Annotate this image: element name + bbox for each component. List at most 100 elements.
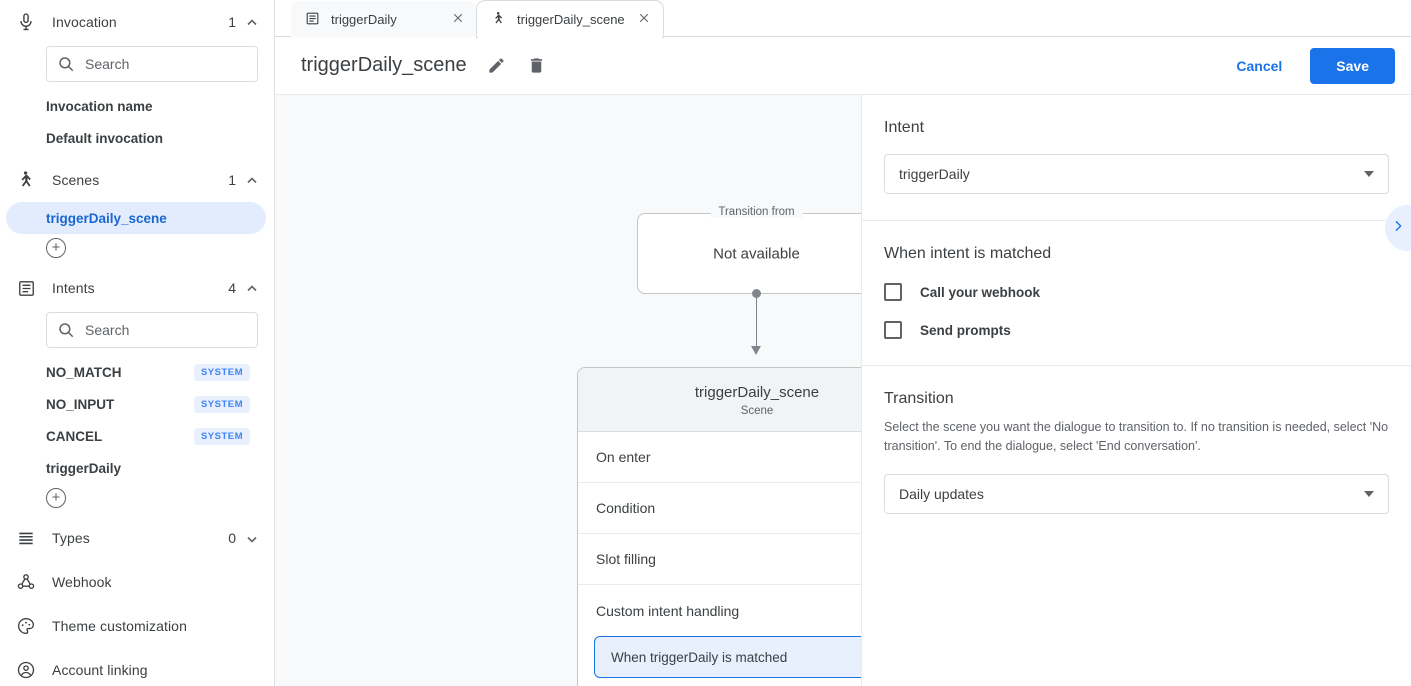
transition-from-legend: Transition from [710,206,803,218]
transition-section-title: Transition [884,390,954,407]
close-icon[interactable] [637,11,653,27]
intent-search-input[interactable] [85,322,266,338]
tab-label: triggerDaily [331,11,397,27]
main-area: triggerDaily triggerDaily_scene [275,0,1411,686]
sidebar-section-invocation[interactable]: Invocation 1 [0,0,274,44]
scene-canvas[interactable]: Transition from Not available triggerDai… [275,95,862,686]
checkbox-label: Call your webhook [920,284,1041,300]
intent-search-wrap [0,310,274,356]
status-badge: SYSTEM [193,363,250,381]
sidebar-section-count: 1 [228,172,236,188]
tab-triggerdaily-scene[interactable]: triggerDaily_scene [477,1,663,38]
scene-icon [14,168,38,192]
sidebar-section-label: Types [52,530,90,546]
pencil-icon[interactable] [487,56,507,76]
intent-handler-chip[interactable]: When triggerDaily is matched [594,636,861,678]
types-icon [14,526,38,550]
intent-search-box[interactable] [46,312,266,348]
sidebar-item-label: CANCEL [46,428,103,444]
edge-arrowhead [750,345,762,363]
sidebar-item-label: NO_INPUT [46,396,115,412]
sidebar-item-no-input[interactable]: NO_INPUT SYSTEM [0,388,266,420]
panel-section-when-matched: When intent is matched Call your webhook… [862,221,1411,366]
sidebar-section-intents[interactable]: Intents 4 [0,266,274,310]
scene-row-custom-intent-handling[interactable]: Custom intent handling + [578,585,861,636]
cancel-button[interactable]: Cancel [1222,49,1296,83]
chevron-up-icon [246,16,258,28]
intent-select[interactable]: triggerDaily [884,154,1389,194]
transition-select[interactable]: Daily updates [884,473,1389,514]
sidebar-section-label: Scenes [52,172,100,188]
transition-from-node[interactable]: Transition from Not available [637,206,861,294]
sidebar-section-count: 1 [228,14,236,30]
transition-select-value: Daily updates [899,485,984,502]
invocation-search-box[interactable] [46,46,266,82]
intent-tab-icon [305,11,321,27]
right-panel: Intent triggerDaily When intent is match… [862,95,1411,686]
sidebar-section-count: 4 [228,280,236,296]
sidebar-item-theme-customization[interactable]: Theme customization [0,604,274,648]
sidebar-section-count: 0 [228,530,236,546]
status-badge: SYSTEM [193,427,250,445]
scene-node[interactable]: triggerDaily_scene Scene On enter + Cond… [577,367,861,686]
scene-row-condition[interactable]: Condition + [578,483,861,534]
sidebar-item-triggerdaily[interactable]: triggerDaily [0,452,266,484]
panel-section-transition: Transition Select the scene you want the… [862,366,1411,540]
trash-icon[interactable] [527,56,547,76]
search-icon [59,323,74,338]
sidebar-section-scenes[interactable]: Scenes 1 [0,158,274,202]
intents-icon [14,276,38,300]
left-sidebar: Invocation 1 Invocation name Default inv… [0,0,275,686]
checkbox-send-prompts[interactable]: Send prompts [884,321,1389,339]
palette-icon [14,614,38,638]
sidebar-item-label: Default invocation [46,130,164,146]
microphone-icon [14,10,38,34]
close-icon[interactable] [451,11,467,27]
add-scene-button[interactable]: + [46,238,66,258]
status-badge: SYSTEM [193,395,250,413]
sidebar-section-types[interactable]: Types 0 [0,516,274,560]
sidebar-item-account-linking[interactable]: Account linking [0,648,274,686]
sidebar-item-default-invocation[interactable]: Default invocation [0,122,266,154]
tab-triggerdaily[interactable]: triggerDaily [291,1,477,37]
save-button[interactable]: Save [1310,47,1395,84]
sidebar-section-label: Intents [52,280,95,296]
checkbox-call-your-webhook[interactable]: Call your webhook [884,283,1389,301]
sidebar-item-label: NO_MATCH [46,364,122,380]
scene-row-label: Custom intent handling [596,602,740,619]
sidebar-item-label: Invocation name [46,98,153,114]
tab-label: triggerDaily_scene [517,11,625,27]
checkbox-box[interactable] [884,321,902,339]
sidebar-section-label: Invocation [52,14,117,30]
scene-row-on-enter[interactable]: On enter + [578,432,861,483]
chevron-right-icon [1391,219,1405,238]
scene-row-label: Condition [596,500,656,516]
search-icon [59,57,74,72]
add-intent-row: + [0,484,274,516]
intent-select-value: triggerDaily [899,166,970,182]
body-split: Transition from Not available triggerDai… [275,95,1411,686]
edge-source-dot [752,289,761,298]
chevron-up-icon [246,174,258,186]
webhook-icon [14,570,38,594]
checkbox-label: Send prompts [920,322,1011,338]
sidebar-item-triggerdaily-scene[interactable]: triggerDaily_scene [6,202,266,234]
sidebar-item-cancel[interactable]: CANCEL SYSTEM [0,420,266,452]
checkbox-box[interactable] [884,283,902,301]
scene-row-slot-filling[interactable]: Slot filling + [578,534,861,585]
sidebar-item-label: Webhook [52,574,112,590]
add-intent-button[interactable]: + [46,488,66,508]
scene-row-label: On enter [596,449,651,465]
sidebar-item-invocation-name[interactable]: Invocation name [0,90,266,122]
invocation-search-input[interactable] [85,56,266,72]
transition-description: Select the scene you want the dialogue t… [884,420,1389,454]
sidebar-item-no-match[interactable]: NO_MATCH SYSTEM [0,356,266,388]
sidebar-item-webhook[interactable]: Webhook [0,560,274,604]
add-scene-row: + [0,234,274,266]
transition-from-value: Not available [713,245,800,262]
sidebar-item-label: Theme customization [52,618,187,634]
intent-handler-label: When triggerDaily is matched [611,649,788,665]
when-matched-title: When intent is matched [884,245,1052,262]
page-title: triggerDaily_scene [301,54,467,76]
